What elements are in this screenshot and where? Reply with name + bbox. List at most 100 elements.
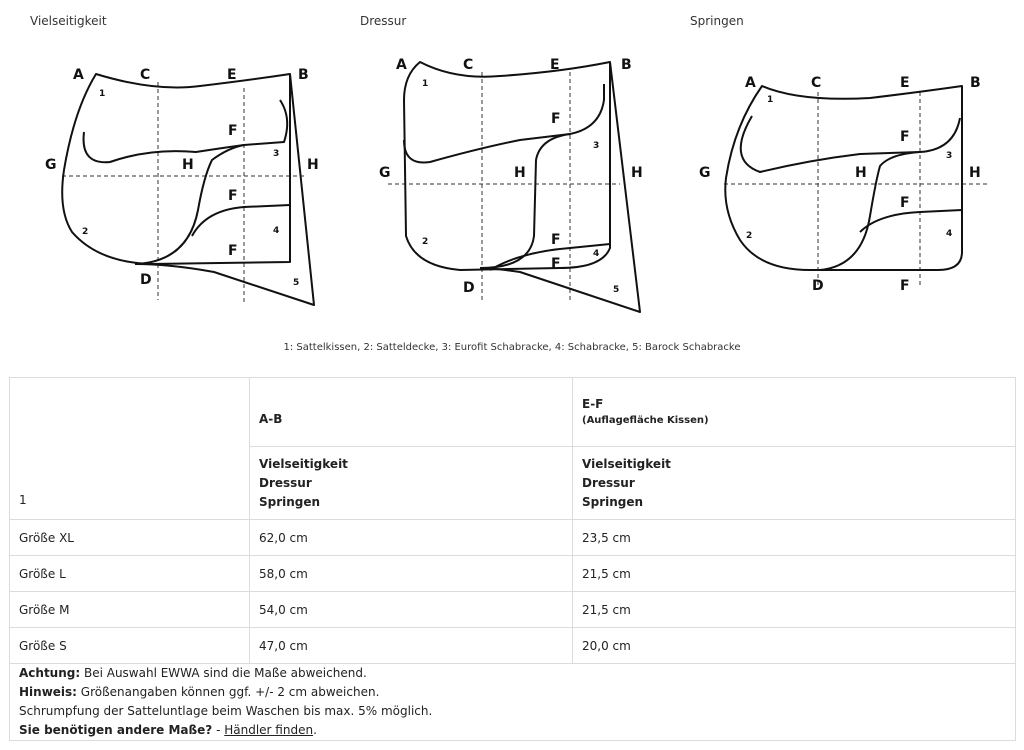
header-ef: E-F (Auflagefläche Kissen) bbox=[572, 377, 1016, 447]
number-3: 3 bbox=[593, 141, 599, 151]
row-ab: 62,0 cm bbox=[249, 519, 573, 556]
outline-sattelkissen bbox=[739, 115, 961, 173]
label-g: G bbox=[45, 157, 57, 173]
outline-satteldecke bbox=[724, 85, 963, 271]
discipline-dressur: Dressur bbox=[582, 475, 635, 490]
note-schrumpfung: Schrumpfung der Satteluntlage beim Wasch… bbox=[19, 704, 433, 718]
number-5: 5 bbox=[613, 285, 619, 295]
discipline-springen: Springen bbox=[259, 494, 321, 509]
notes-cell: Achtung: Bei Auswahl EWWA sind die Maße … bbox=[9, 663, 1016, 741]
label-c: C bbox=[140, 67, 150, 83]
note-separator: - bbox=[212, 723, 225, 737]
label-e: E bbox=[550, 57, 560, 73]
number-1: 1 bbox=[422, 79, 428, 89]
diagram-title-vielseitigkeit: Vielseitigkeit bbox=[30, 14, 107, 28]
row-ab: 58,0 cm bbox=[249, 555, 573, 592]
label-h: H bbox=[969, 165, 981, 181]
label-a: A bbox=[745, 75, 756, 91]
label-f: F bbox=[551, 256, 561, 272]
number-1: 1 bbox=[767, 95, 773, 105]
outline-schabracke bbox=[134, 144, 245, 265]
outline-sattelkissen bbox=[403, 84, 605, 164]
label-f: F bbox=[551, 232, 561, 248]
outline-eurofit bbox=[191, 204, 291, 237]
labels-dressur: A C E B F G H H F F D 1 2 3 4 5 bbox=[379, 57, 643, 296]
label-a: A bbox=[73, 67, 84, 83]
note-question-text: Sie benötigen andere Maße? bbox=[19, 723, 213, 737]
label-f: F bbox=[900, 278, 910, 294]
discipline-vielseitigkeit: Vielseitigkeit bbox=[582, 456, 671, 471]
table-row: Größe L 58,0 cm 21,5 cm bbox=[9, 555, 1016, 592]
row-size: Größe L bbox=[9, 555, 250, 592]
outline-sattelkissen bbox=[82, 99, 289, 164]
number-4: 4 bbox=[593, 249, 599, 259]
number-5: 5 bbox=[293, 278, 299, 288]
note-achtung: Achtung: Bei Auswahl EWWA sind die Maße … bbox=[19, 664, 1006, 683]
number-2: 2 bbox=[746, 231, 752, 241]
number-4: 4 bbox=[946, 229, 952, 239]
label-h: H bbox=[855, 165, 867, 181]
table-row: Größe M 54,0 cm 21,5 cm bbox=[9, 591, 1016, 628]
row-ef: 20,0 cm bbox=[572, 627, 1016, 664]
discipline-dressur: Dressur bbox=[259, 475, 312, 490]
label-h: H bbox=[631, 165, 643, 181]
label-c: C bbox=[463, 57, 473, 73]
disciplines-ef: Vielseitigkeit Dressur Springen bbox=[572, 446, 1016, 520]
note-hinweis-label: Hinweis: bbox=[19, 685, 77, 699]
note-end: . bbox=[313, 723, 317, 737]
label-h: H bbox=[514, 165, 526, 181]
diagram-vielseitigkeit bbox=[61, 73, 315, 306]
outline-satteldecke bbox=[403, 61, 611, 271]
number-3: 3 bbox=[273, 149, 279, 159]
table-corner-label: 1 bbox=[19, 493, 27, 507]
number-3: 3 bbox=[946, 151, 952, 161]
disciplines-ab: Vielseitigkeit Dressur Springen bbox=[249, 446, 573, 520]
table-header-row: 1 A-B E-F (Auflagefläche Kissen) bbox=[9, 377, 1016, 520]
diagram-springen bbox=[724, 85, 990, 285]
label-d: D bbox=[812, 278, 824, 294]
note-achtung-text: Bei Auswahl EWWA sind die Maße abweichen… bbox=[80, 666, 367, 680]
row-ef: 21,5 cm bbox=[572, 555, 1016, 592]
label-b: B bbox=[298, 67, 309, 83]
diagram-title-springen: Springen bbox=[690, 14, 744, 28]
number-2: 2 bbox=[82, 227, 88, 237]
number-1: 1 bbox=[99, 89, 105, 99]
outline-satteldecke bbox=[61, 73, 291, 265]
labels-springen: A C E B F G H H F D F 1 2 3 4 bbox=[699, 75, 981, 294]
header-ab-label: A-B bbox=[259, 412, 283, 426]
row-ef: 23,5 cm bbox=[572, 519, 1016, 556]
label-f: F bbox=[228, 243, 238, 259]
header-ef-label: E-F bbox=[582, 397, 604, 411]
row-size: Größe S bbox=[9, 627, 250, 664]
row-ab: 54,0 cm bbox=[249, 591, 573, 628]
label-g: G bbox=[699, 165, 711, 181]
note-achtung-label: Achtung: bbox=[19, 666, 81, 680]
row-size: Größe XL bbox=[9, 519, 250, 556]
table-discipline-row: Vielseitigkeit Dressur Springen Vielseit… bbox=[10, 446, 1016, 520]
label-g: G bbox=[379, 165, 391, 181]
label-h: H bbox=[182, 157, 194, 173]
table-corner-cell: 1 bbox=[9, 377, 250, 520]
dealer-finder-link[interactable]: Händler finden bbox=[224, 723, 314, 737]
diagram-legend: 1: Sattelkissen, 2: Satteldecke, 3: Euro… bbox=[283, 342, 741, 353]
label-b: B bbox=[970, 75, 981, 91]
table-row: Größe XL 62,0 cm 23,5 cm bbox=[9, 519, 1016, 556]
label-f: F bbox=[551, 111, 561, 127]
label-f: F bbox=[900, 195, 910, 211]
discipline-springen: Springen bbox=[582, 494, 644, 509]
outline-barock bbox=[134, 73, 315, 306]
diagram-title-dressur: Dressur bbox=[360, 14, 407, 28]
table-notes-row: Achtung: Bei Auswahl EWWA sind die Maße … bbox=[9, 663, 1016, 741]
label-b: B bbox=[621, 57, 632, 73]
label-d: D bbox=[140, 272, 152, 288]
label-f: F bbox=[228, 188, 238, 204]
number-4: 4 bbox=[273, 226, 279, 236]
labels-vielseitigkeit: A C E B F G H H F F D 1 2 3 4 5 bbox=[45, 67, 319, 288]
label-e: E bbox=[900, 75, 910, 91]
size-table: 1 A-B E-F (Auflagefläche Kissen) Vielsei… bbox=[9, 377, 1016, 741]
header-ab: A-B bbox=[249, 377, 573, 447]
label-c: C bbox=[811, 75, 821, 91]
note-hinweis-text: Größenangaben können ggf. +/- 2 cm abwei… bbox=[76, 685, 380, 699]
row-ef: 21,5 cm bbox=[572, 591, 1016, 628]
diagram-dressur bbox=[388, 61, 641, 313]
